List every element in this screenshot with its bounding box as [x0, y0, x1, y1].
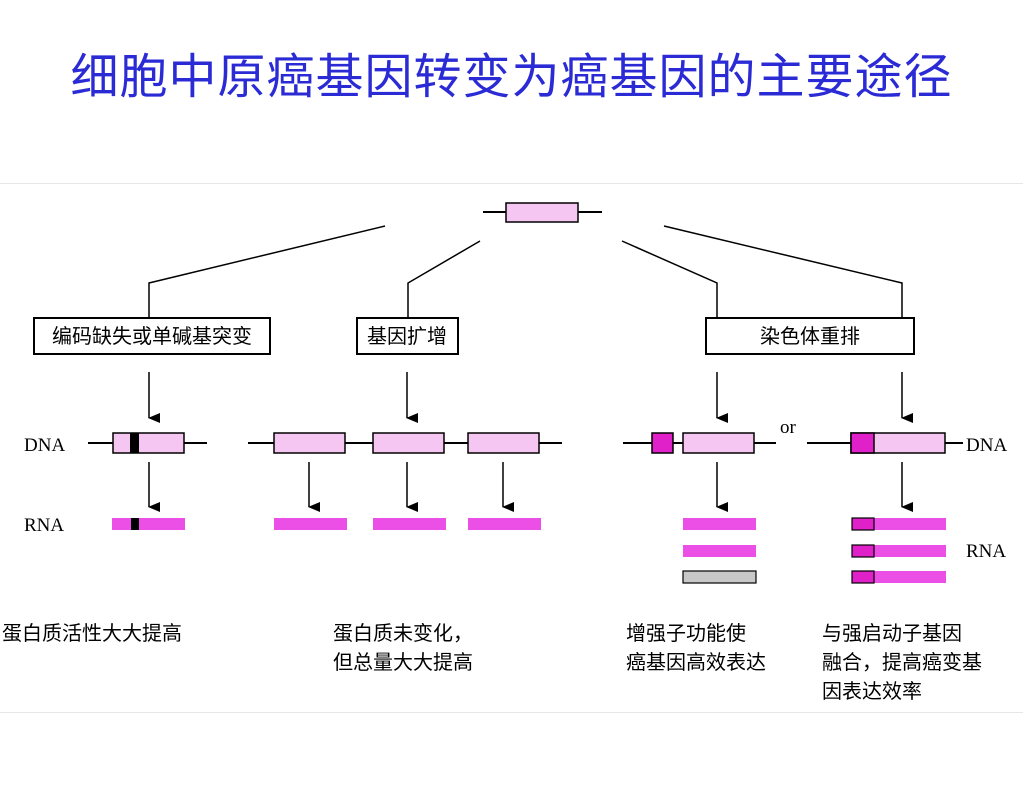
- gene-copy: [372, 432, 445, 454]
- dna-label-left: DNA: [24, 435, 65, 456]
- outcome-enhancer: 增强子功能使 癌基因高效表达: [626, 621, 766, 674]
- rna-transcript: [852, 545, 946, 557]
- outcome-line: 融合，提高癌变基: [822, 650, 982, 674]
- rna-amplified: [274, 518, 541, 530]
- branch-lines: [148, 225, 903, 318]
- page-title: 细胞中原癌基因转变为癌基因的主要途径: [70, 49, 953, 105]
- dna-enhancer: [623, 432, 776, 454]
- rna-transcript: [373, 518, 446, 530]
- outcome-amplification: 蛋白质未变化， 但总量大大提高: [333, 621, 473, 674]
- rna-transcript: [852, 571, 946, 583]
- dna-mutation: [88, 432, 207, 454]
- outcome-line: 因表达效率: [822, 679, 922, 703]
- arrows-to-dna: [148, 372, 913, 423]
- point-mutation-mark: [131, 518, 139, 530]
- point-mutation-mark: [130, 433, 139, 453]
- outcome-line: 增强子功能使: [626, 621, 746, 645]
- rna-mutation: [112, 518, 185, 530]
- rna-fusion: [851, 517, 946, 584]
- arrows-to-rna: [148, 462, 913, 512]
- rna-transcript: [274, 518, 347, 530]
- mutation-box: 编码缺失或单碱基突变: [33, 317, 271, 355]
- top-divider: [0, 183, 1023, 184]
- rearrangement-label: 染色体重排: [760, 324, 860, 348]
- rna-label-right: RNA: [966, 541, 1006, 562]
- outcome-line: 与强启动子基因: [822, 621, 962, 645]
- outcome-mutation: 蛋白质活性大大提高: [2, 621, 182, 645]
- outcome-fusion: 与强启动子基因 融合，提高癌变基 因表达效率: [822, 621, 982, 703]
- outcome-line: 癌基因高效表达: [626, 650, 766, 674]
- outcome-line: 蛋白质未变化，: [333, 621, 473, 645]
- amplification-label: 基因扩增: [367, 324, 447, 348]
- rna-transcript: [468, 518, 541, 530]
- promoter-segment: [850, 432, 875, 454]
- outcome-line: 但总量大大提高: [333, 650, 473, 674]
- gene-copy: [273, 432, 346, 454]
- mutation-label: 编码缺失或单碱基突变: [52, 324, 252, 348]
- bottom-divider: [0, 712, 1023, 713]
- dna-fusion: [807, 432, 963, 454]
- rna-transcript: [683, 545, 756, 557]
- dna-label-right: DNA: [966, 435, 1007, 456]
- dna-amplified: [248, 432, 562, 454]
- or-label: or: [780, 417, 797, 438]
- amplification-box: 基因扩增: [356, 317, 459, 355]
- rna-enhancer: [682, 518, 757, 584]
- rearrangement-box: 染色体重排: [705, 317, 915, 355]
- rna-transcript-gray: [682, 570, 757, 584]
- proto-oncogene: [483, 202, 602, 223]
- gene-copy: [467, 432, 540, 454]
- rna-transcript: [852, 518, 946, 530]
- enhancer-segment: [651, 432, 674, 454]
- rna-label-left: RNA: [24, 515, 64, 536]
- outcome-line: 蛋白质活性大大提高: [2, 621, 182, 645]
- rna-transcript: [683, 518, 756, 530]
